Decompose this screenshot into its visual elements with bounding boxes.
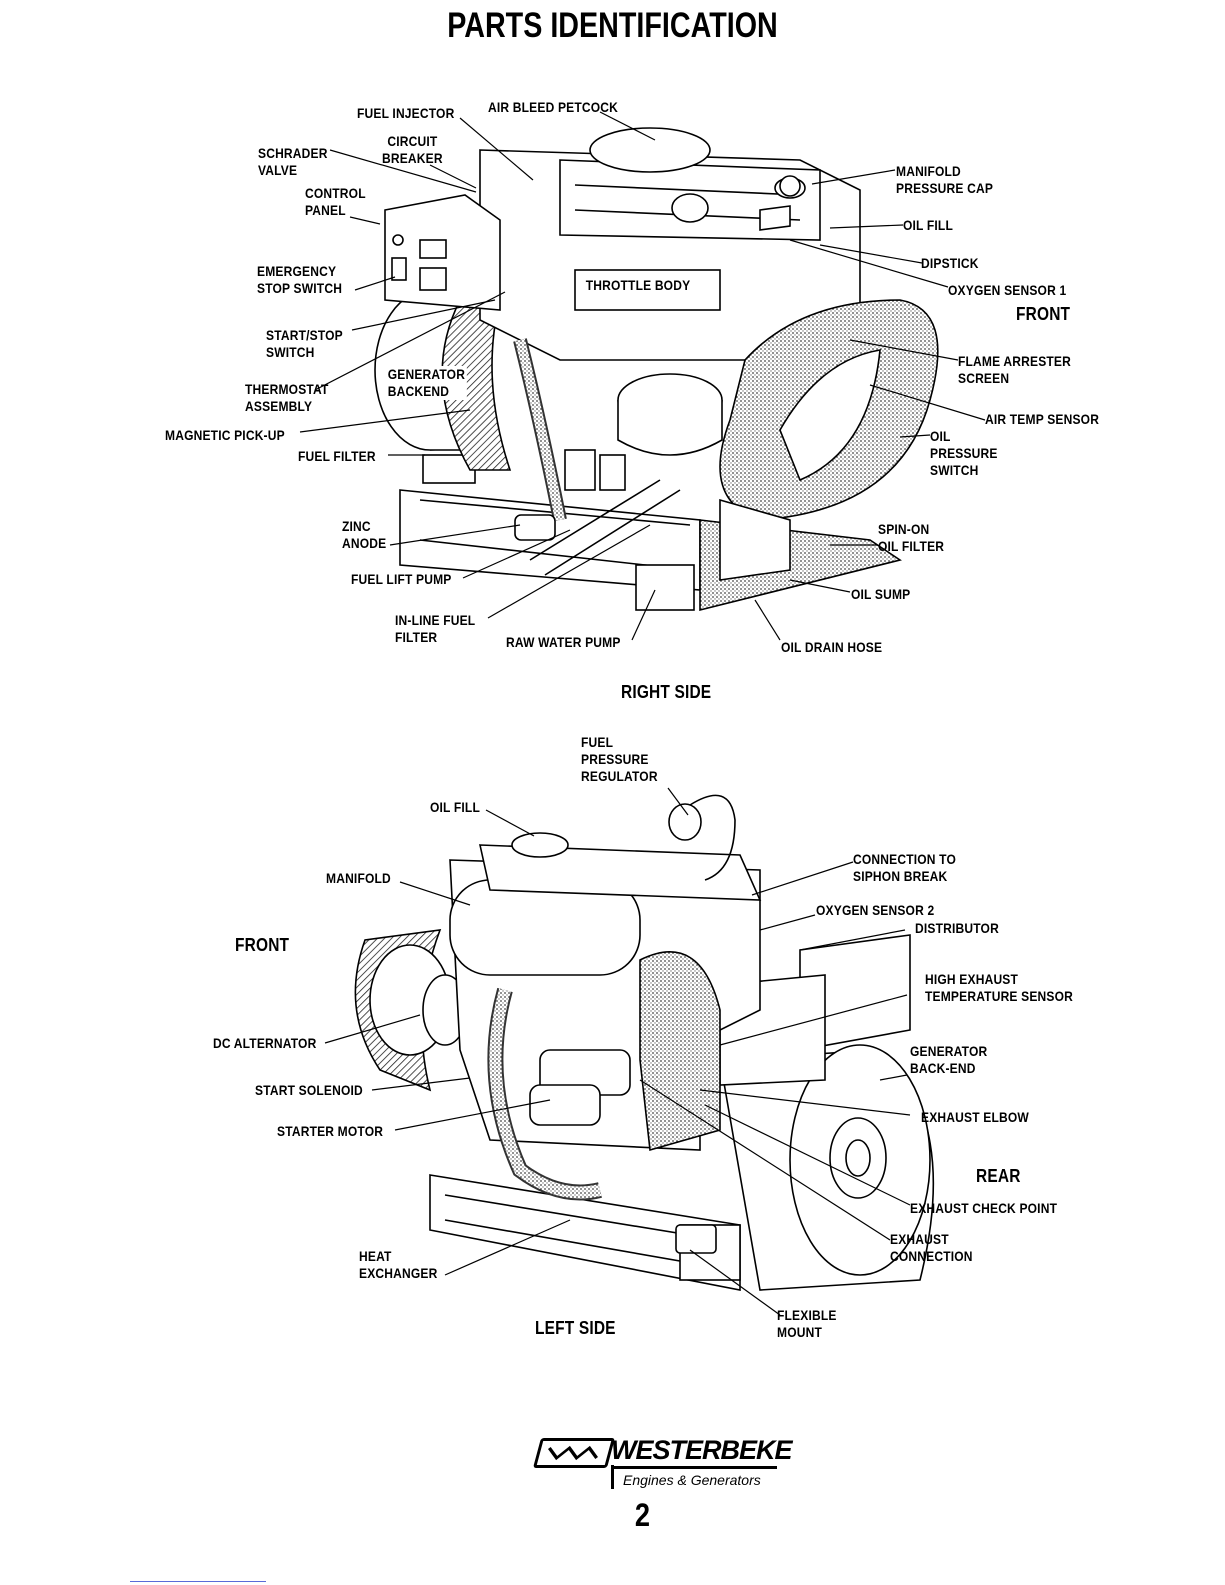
label-front-right-side: FRONT — [1016, 304, 1071, 324]
label-zinc-anode: ZINC ANODE — [342, 518, 387, 551]
label-flexible-mount: FLEXIBLE MOUNT — [777, 1307, 837, 1340]
label-generator-backend: GENERATOR BACKEND — [386, 366, 467, 400]
label-oxygen-sensor-2: OXYGEN SENSOR 2 — [816, 902, 935, 918]
page-title: PARTS IDENTIFICATION — [447, 6, 778, 45]
label-circuit-breaker: CIRCUIT BREAKER — [382, 133, 443, 166]
label-fuel-pressure-regulator: FUEL PRESSURE REGULATOR — [581, 734, 658, 784]
label-generator-back-end: GENERATOR BACK-END — [910, 1043, 988, 1076]
caption-left-side: LEFT SIDE — [535, 1318, 616, 1338]
westerbeke-w-icon — [532, 1438, 616, 1468]
label-oil-fill: OIL FILL — [903, 217, 953, 233]
label-oil-sump: OIL SUMP — [851, 586, 911, 602]
label-oxygen-sensor-1: OXYGEN SENSOR 1 — [948, 282, 1067, 298]
label-air-temp-sensor: AIR TEMP SENSOR — [985, 411, 1100, 427]
label-control-panel: CONTROL PANEL — [305, 185, 366, 218]
label-spin-on-oil-filter: SPIN-ON OIL FILTER — [878, 521, 945, 554]
label-thermostat-assembly: THERMOSTAT ASSEMBLY — [245, 381, 329, 414]
label-emergency-stop-switch: EMERGENCY STOP SWITCH — [257, 263, 343, 296]
label-raw-water-pump: RAW WATER PUMP — [506, 634, 621, 650]
right-side-engine-drawing — [374, 127, 939, 612]
label-exhaust-elbow: EXHAUST ELBOW — [921, 1109, 1029, 1125]
westerbeke-logo: WESTERBEKE Engines & Generators — [532, 1433, 793, 1493]
label-start-solenoid: START SOLENOID — [255, 1082, 363, 1098]
label-high-exhaust-temperature-sensor: HIGH EXHAUST TEMPERATURE SENSOR — [925, 971, 1074, 1004]
brand-bar — [611, 1465, 614, 1489]
label-manifold-pressure-cap: MANIFOLD PRESSURE CAP — [896, 163, 994, 196]
label-oil-fill-left: OIL FILL — [430, 799, 480, 815]
label-fuel-lift-pump: FUEL LIFT PUMP — [351, 571, 452, 587]
left-side-engine-drawing — [354, 794, 935, 1291]
label-dc-alternator: DC ALTERNATOR — [213, 1035, 317, 1051]
brand-name: WESTERBEKE — [611, 1435, 793, 1465]
right-side-leader-lines — [299, 111, 986, 641]
caption-right-side: RIGHT SIDE — [621, 682, 712, 702]
label-fuel-injector: FUEL INJECTOR — [357, 105, 455, 121]
label-oil-pressure-switch: OIL PRESSURE SWITCH — [930, 428, 998, 478]
label-schrader-valve: SCHRADER VALVE — [258, 145, 328, 178]
label-flame-arrester-screen: FLAME ARRESTER SCREEN — [958, 353, 1072, 386]
label-rear: REAR — [976, 1166, 1021, 1186]
label-front-left-side: FRONT — [235, 935, 290, 955]
label-dipstick: DIPSTICK — [921, 255, 979, 271]
label-manifold: MANIFOLD — [326, 870, 391, 886]
label-start-stop-switch: START/STOP SWITCH — [266, 327, 343, 360]
left-side-leader-lines — [324, 787, 911, 1316]
page-number: 2 — [634, 1497, 651, 1533]
label-distributor: DISTRIBUTOR — [915, 920, 999, 936]
brand-tagline: Engines & Generators — [623, 1472, 761, 1488]
brand-underline — [611, 1466, 777, 1469]
label-oil-drain-hose: OIL DRAIN HOSE — [781, 639, 883, 655]
label-fuel-filter: FUEL FILTER — [298, 448, 376, 464]
label-throttle-body: THROTTLE BODY — [584, 277, 693, 294]
bottom-link-underline — [130, 1581, 266, 1582]
label-magnetic-pickup: MAGNETIC PICK-UP — [165, 427, 285, 443]
label-exhaust-check-point: EXHAUST CHECK POINT — [910, 1200, 1058, 1216]
label-exhaust-connection: EXHAUST CONNECTION — [890, 1231, 973, 1264]
label-starter-motor: STARTER MOTOR — [277, 1123, 384, 1139]
label-connection-to-siphon-break: CONNECTION TO SIPHON BREAK — [853, 851, 957, 884]
label-air-bleed-petcock: AIR BLEED PETCOCK — [488, 99, 619, 115]
label-heat-exchanger: HEAT EXCHANGER — [359, 1248, 438, 1281]
label-inline-fuel-filter: IN-LINE FUEL FILTER — [395, 612, 476, 645]
